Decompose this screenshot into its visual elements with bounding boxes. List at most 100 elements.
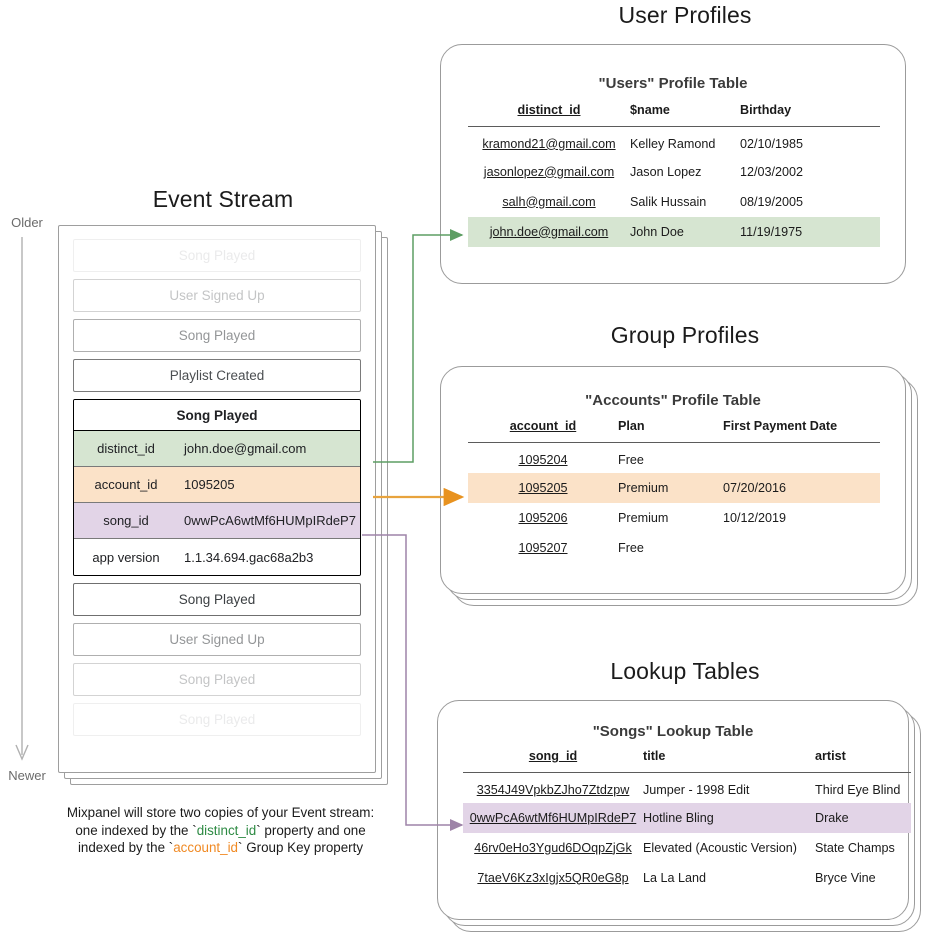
users-table-header-row: distinct_id $name Birthday <box>468 103 880 127</box>
table-row[interactable]: kramond21@gmail.com Kelley Ramond 02/10/… <box>468 127 880 157</box>
table-row[interactable]: salh@gmail.com Salik Hussain 08/19/2005 <box>468 187 880 217</box>
songs-cell-artist: Third Eye Blind <box>815 782 901 797</box>
users-cell-name: Salik Hussain <box>630 194 707 209</box>
songs-table-title: "Songs" Lookup Table <box>592 723 754 740</box>
caption-line-3: indexed by the `account_id` Group Key pr… <box>38 839 403 857</box>
songs-cell-song-id: 0wwPcA6wtMf6HUMpIRdeP7 <box>463 802 643 833</box>
accounts-cell-account-id: 1095205 <box>468 472 618 503</box>
lookup-tables-title: Lookup Tables <box>610 658 760 684</box>
event-row[interactable]: Song Played <box>73 703 361 736</box>
users-cell-birthday: 02/10/1985 <box>740 136 804 151</box>
accounts-card-surface: "Accounts" Profile Table account_id Plan… <box>440 366 906 594</box>
caption-line-1: Mixpanel will store two copies of your E… <box>66 805 375 820</box>
accounts-cell-plan: Free <box>618 540 644 555</box>
songs-cell-title: La La Land <box>643 870 707 885</box>
event-property-key: song_id <box>103 513 149 528</box>
accounts-table-header-row: account_id Plan First Payment Date <box>468 419 880 443</box>
songs-cell-song-id: 7taeV6Kz3xIgjx5QR0eG8p <box>477 870 629 885</box>
timeline-arrow-icon <box>15 237 29 761</box>
timeline-axis: Older Newer <box>0 215 60 790</box>
songs-table-header-row: song_id title artist <box>463 749 911 773</box>
event-property-value: 0wwPcA6wtMf6HUMpIRdeP7 <box>184 513 356 528</box>
event-property-key: account_id <box>94 477 158 492</box>
accounts-cell-account-id: 1095207 <box>518 540 568 555</box>
event-row[interactable]: User Signed Up <box>73 279 361 312</box>
event-row[interactable]: Song Played <box>73 239 361 272</box>
accounts-cell-first-payment <box>723 443 880 473</box>
users-cell-birthday: 08/19/2005 <box>740 194 804 209</box>
caption-line-3-post: ` Group Key property <box>238 840 364 855</box>
users-cell-birthday: 12/03/2002 <box>740 164 804 179</box>
accounts-cell-first-payment <box>723 533 880 563</box>
table-row[interactable]: 7taeV6Kz3xIgjx5QR0eG8p La La Land Bryce … <box>463 863 911 893</box>
table-row-highlighted[interactable]: 1095205 Premium 07/20/2016 <box>468 472 880 503</box>
caption-line-2-post: ` property and one <box>256 822 366 838</box>
accounts-table-title: "Accounts" Profile Table <box>585 392 761 409</box>
expanded-event-title: Song Played <box>74 400 360 431</box>
songs-cell-song-id: 3354J49VpkbZJho7Ztdzpw <box>476 782 630 797</box>
table-row[interactable]: jasonlopez@gmail.com Jason Lopez 12/03/2… <box>468 157 880 187</box>
table-row[interactable]: 46rv0eHo3Ygud6DOqpZjGk Elevated (Acousti… <box>463 833 911 863</box>
timeline-older-label: Older <box>11 215 43 230</box>
table-row[interactable]: 1095206 Premium 10/12/2019 <box>468 503 880 533</box>
event-property-distinct-id: distinct_id john.doe@gmail.com <box>74 431 360 467</box>
group-profiles-title: Group Profiles <box>610 322 760 348</box>
users-col-name: $name <box>630 103 670 117</box>
users-col-distinct-id: distinct_id <box>517 103 581 117</box>
table-row[interactable]: 1095204 Free <box>468 443 880 473</box>
expanded-event-card[interactable]: Song Played distinct_id john.doe@gmail.c… <box>73 399 361 576</box>
event-stream-title: Event Stream <box>152 186 294 212</box>
accounts-cell-account-id: 1095206 <box>518 510 568 525</box>
table-row[interactable]: 1095207 Free <box>468 533 880 563</box>
event-row[interactable]: Song Played <box>73 663 361 696</box>
users-cell-name: Jason Lopez <box>630 164 702 179</box>
timeline-newer-label: Newer <box>8 768 46 783</box>
user-profiles-title: User Profiles <box>618 2 752 28</box>
event-stream-panel: Song Played User Signed Up Song Played P… <box>58 225 388 785</box>
users-cell-name: Kelley Ramond <box>630 136 716 151</box>
songs-cell-title: Hotline Bling <box>643 802 815 833</box>
caption-line-2: one indexed by the `distinct_id` propert… <box>38 822 403 840</box>
event-property-song-id: song_id 0wwPcA6wtMf6HUMpIRdeP7 <box>74 503 360 539</box>
accounts-cell-account-id: 1095204 <box>518 452 568 467</box>
caption-distinct-id-token: distinct_id <box>196 822 257 838</box>
event-property-key: app version <box>92 549 160 565</box>
songs-table: song_id title artist 3354J49VpkbZJho7Ztd… <box>463 749 911 893</box>
users-cell-distinct-id: jasonlopez@gmail.com <box>483 164 615 179</box>
users-cell-name: John Doe <box>630 216 740 247</box>
event-row[interactable]: User Signed Up <box>73 623 361 656</box>
event-list: Song Played User Signed Up Song Played P… <box>58 225 376 773</box>
accounts-cell-plan: Free <box>618 452 644 467</box>
event-property-app-version: app version 1.1.34.694.gac68a2b3 <box>74 539 360 575</box>
accounts-cell-first-payment: 10/12/2019 <box>723 510 787 525</box>
users-cell-distinct-id: salh@gmail.com <box>502 194 596 209</box>
table-row-highlighted[interactable]: 0wwPcA6wtMf6HUMpIRdeP7 Hotline Bling Dra… <box>463 802 911 833</box>
songs-cell-title: Jumper - 1998 Edit <box>643 782 750 797</box>
songs-card-surface: "Songs" Lookup Table song_id title artis… <box>437 700 911 920</box>
event-row[interactable]: Song Played <box>73 319 361 352</box>
users-table: distinct_id $name Birthday kramond21@gma… <box>468 103 880 247</box>
users-profile-card: "Users" Profile Table distinct_id $name … <box>440 44 910 286</box>
table-row-highlighted[interactable]: john.doe@gmail.com John Doe 11/19/1975 <box>468 216 880 247</box>
songs-cell-title: Elevated (Acoustic Version) <box>643 840 797 855</box>
caption-text: Mixpanel will store two copies of your E… <box>38 804 403 857</box>
accounts-cell-plan: Premium <box>618 472 723 503</box>
event-row[interactable]: Playlist Created <box>73 359 361 392</box>
songs-cell-song-id: 46rv0eHo3Ygud6DOqpZjGk <box>474 840 632 855</box>
songs-col-artist: artist <box>815 749 846 763</box>
users-card-surface: "Users" Profile Table distinct_id $name … <box>440 44 906 284</box>
caption-line-3-pre: indexed by the ` <box>77 840 174 855</box>
songs-cell-artist: Drake <box>815 802 911 833</box>
caption-line-2-pre: one indexed by the ` <box>75 822 197 838</box>
table-row[interactable]: 3354J49VpkbZJho7Ztdzpw Jumper - 1998 Edi… <box>463 773 911 803</box>
accounts-col-plan: Plan <box>618 419 645 433</box>
users-cell-birthday: 11/19/1975 <box>740 216 880 247</box>
accounts-cell-first-payment: 07/20/2016 <box>723 472 880 503</box>
songs-lookup-card: "Songs" Lookup Table song_id title artis… <box>437 700 927 950</box>
event-row[interactable]: Song Played <box>73 583 361 616</box>
songs-cell-artist: State Champs <box>815 840 895 855</box>
users-cell-distinct-id: john.doe@gmail.com <box>468 216 630 247</box>
event-property-value: 1095205 <box>184 477 235 492</box>
accounts-profile-card: "Accounts" Profile Table account_id Plan… <box>440 366 920 616</box>
users-col-birthday: Birthday <box>740 103 792 117</box>
